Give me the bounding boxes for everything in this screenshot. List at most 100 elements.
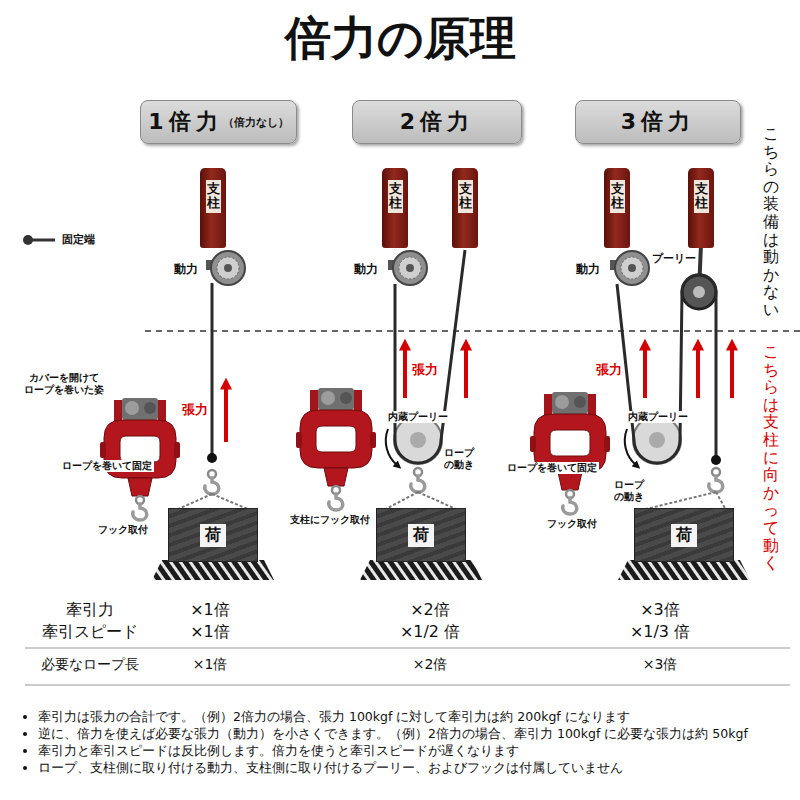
load-hook (709, 468, 723, 492)
table-cell: ×1倍 (150, 656, 270, 673)
load-block: 荷 (634, 508, 734, 562)
caption-label: カバーを開けて ロープを巻いた姿 (14, 372, 114, 396)
post: 支柱 (382, 168, 408, 248)
table-cell: ×3倍 (600, 600, 720, 619)
table-cell: ×1倍 (150, 600, 270, 619)
part-label: 支柱にフック取付 (288, 514, 372, 526)
note-text: 牽引力は張力の合計です。（例）2倍力の場合、張力 100kgf に対して牽引力は… (38, 709, 630, 724)
tension-arrow (224, 386, 228, 442)
winch (206, 251, 245, 285)
legend-text: 固定端 (62, 232, 95, 247)
winch (610, 251, 649, 285)
table-cell: ×1倍 (150, 622, 270, 641)
node-text: 支柱 (610, 180, 625, 213)
part-label: ロープを巻いて固定 (60, 460, 154, 472)
part-label: 動力 (172, 262, 200, 276)
table-rule (25, 648, 790, 649)
node-text: 3倍力 (621, 107, 695, 137)
note-item: 牽引力は張力の合計です。（例）2倍力の場合、張力 100kgf に対して牽引力は… (38, 708, 792, 725)
table-cell: 牽引スピード (25, 622, 155, 641)
tension-arrow (730, 347, 734, 398)
part-label: フック取付 (96, 524, 150, 536)
rotation-arrow (386, 429, 397, 465)
table-rule (25, 685, 790, 686)
part-label: フック取付 (545, 518, 599, 530)
node-text: 支柱 (206, 180, 221, 213)
post: 支柱 (604, 168, 630, 248)
rope (395, 250, 465, 463)
tension-arrow (696, 347, 700, 398)
tension-label: 張力 (410, 362, 440, 378)
header-box: 3倍力 (575, 100, 741, 144)
motion-label: ロープ の動き (444, 447, 484, 471)
table-cell: ×1/3 倍 (600, 622, 720, 641)
divider-line (145, 330, 800, 332)
side-note: こちらは支柱に向かって動く (763, 343, 779, 572)
part-label: 動力 (574, 262, 602, 276)
internal-pulley-hub (649, 432, 665, 448)
fixed-pulley-hub (693, 286, 705, 298)
table-cell: ×2倍 (370, 600, 490, 619)
note-item: ロープ、支柱側に取り付ける動力、支柱側に取り付けるプーリー、およびフックは付属し… (38, 759, 792, 776)
load-hook (411, 468, 425, 492)
rotation-arrow (625, 429, 636, 465)
winch-device (530, 392, 610, 514)
part-label: 内蔵プーリー (626, 411, 690, 423)
post: 支柱 (452, 168, 478, 248)
notes-list: 牽引力は張力の合計です。（例）2倍力の場合、張力 100kgf に対して牽引力は… (22, 708, 792, 776)
part-label: ロープを巻いて固定 (505, 462, 599, 474)
table-cell: 牽引力 (25, 600, 155, 619)
tension-label: 張力 (594, 362, 624, 378)
tension-arrow (643, 347, 647, 398)
note-item: 牽引力と牽引スピードは反比例します。倍力を使うと牽引スピードが遅くなります (38, 742, 792, 759)
fixed-end-dot (207, 453, 217, 463)
rope (211, 283, 214, 458)
legend-sample (22, 234, 56, 246)
node-text: 荷 (200, 524, 226, 547)
tension-label: 張力 (180, 402, 210, 418)
header-box: 1倍力（倍力なし） (140, 100, 297, 144)
table-cell: 必要なロープ長 (25, 656, 155, 673)
tension-arrow (403, 347, 407, 398)
node-text: 荷 (408, 524, 434, 547)
note-text: 牽引力と牽引スピードは反比例します。倍力を使うと牽引スピードが遅くなります (38, 743, 519, 758)
pallet (618, 560, 750, 580)
tension-arrow (464, 347, 468, 398)
table-cell: ×1/2 倍 (370, 622, 490, 641)
winch-device (296, 388, 376, 510)
node-subtext: （倍力なし） (223, 115, 289, 130)
node-text: 支柱 (694, 180, 709, 213)
winch (388, 251, 427, 285)
title: 倍力の原理 (0, 8, 800, 68)
winch-device (100, 398, 180, 520)
node-text: 2倍力 (400, 107, 474, 137)
note-item: 逆に、倍力を使えば必要な張力（動力）を小さくできます。（例）2倍力の場合、牽引力… (38, 725, 792, 742)
internal-pulley-hub (410, 432, 426, 448)
legend-row: 固定端 (22, 232, 95, 247)
post: 支柱 (200, 168, 226, 248)
load-block: 荷 (168, 508, 258, 562)
part-label: 動力 (352, 262, 380, 276)
side-note: こちらの装備は動かない (763, 125, 779, 319)
header-box: 2倍力 (352, 100, 522, 144)
load-hook (205, 470, 219, 494)
load-block: 荷 (376, 508, 466, 562)
node-text: 支柱 (458, 180, 473, 213)
node-text: 支柱 (388, 180, 403, 213)
pallet (360, 560, 482, 580)
post: 支柱 (688, 168, 714, 248)
pallet (152, 560, 274, 580)
motion-label: ロープ の動き (614, 479, 654, 503)
note-text: ロープ、支柱側に取り付ける動力、支柱側に取り付けるプーリー、およびフックは付属し… (38, 760, 623, 775)
part-label: 内蔵プーリー (386, 411, 450, 423)
node-text: 1倍力 (148, 107, 222, 137)
part-label: プーリー (650, 252, 698, 265)
rope (617, 275, 716, 463)
node-text: 荷 (671, 524, 697, 547)
table-cell: ×2倍 (370, 656, 490, 673)
table-cell: ×3倍 (600, 656, 720, 673)
note-text: 逆に、倍力を使えば必要な張力（動力）を小さくできます。（例）2倍力の場合、牽引力… (38, 726, 748, 741)
fixed-end-dot (711, 455, 721, 465)
